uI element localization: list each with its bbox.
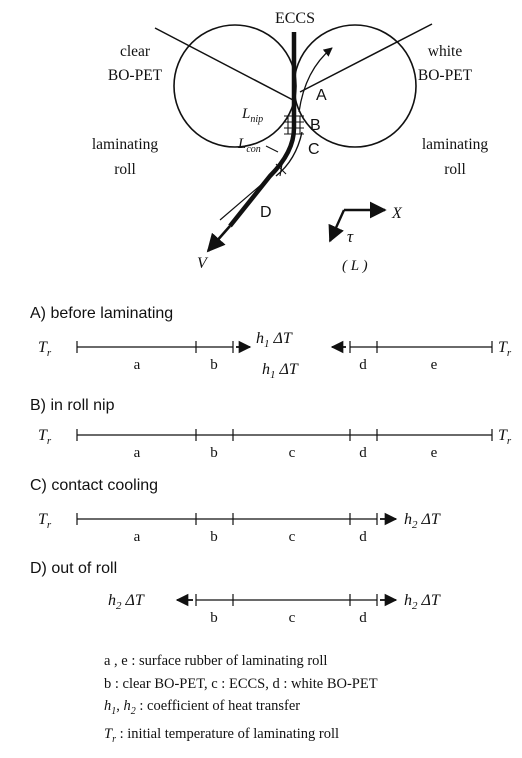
region-a-label: A: [316, 87, 327, 104]
stage-d-seg-d: d: [359, 610, 367, 626]
x-axis-label: X: [391, 205, 403, 222]
stage-c-seg-d: d: [359, 529, 367, 545]
white-film-label-line1: white: [428, 43, 463, 60]
clear-bo-pet-film: [154, 27, 294, 101]
clear-film-label-line2: BO-PET: [108, 67, 163, 84]
region-d-label: D: [260, 204, 272, 221]
left-laminating-roll: [173, 24, 297, 148]
region-a-arc: [298, 47, 333, 113]
velocity-arrow: [206, 225, 231, 253]
stage-b-seg-c: c: [289, 445, 296, 461]
legend-line-4: Tr : initial temperature of laminating r…: [104, 726, 340, 746]
stage-b-seg-e: e: [431, 445, 438, 461]
stage-d-title: D) out of roll: [30, 560, 117, 577]
stage-c-seg-b: b: [210, 529, 218, 545]
stage-d-seg-c: c: [289, 610, 296, 626]
stage-a-seg-b: b: [210, 357, 218, 373]
stage-b-seg-a: a: [134, 445, 141, 461]
nip-length-label: Lnip: [241, 106, 263, 125]
contact-path: [275, 131, 303, 177]
stage-b-seg-d: d: [359, 445, 367, 461]
eccs-strip: [228, 32, 297, 228]
stage-a-title: A) before laminating: [30, 305, 173, 322]
region-b-label: B: [310, 117, 321, 134]
contact-length-label: Lcon: [237, 136, 261, 155]
clear-film-label-line1: clear: [120, 43, 151, 60]
stage-c-tr-left: Tr: [38, 511, 52, 531]
contact-length-marker: [265, 145, 287, 177]
stage-b-tr-right: Tr: [498, 427, 512, 447]
stage-b-in-roll-nip: B) in roll nip Tr Tr a b c d e: [30, 397, 512, 461]
stage-d-seg-b: b: [210, 610, 218, 626]
stage-a-seg-a: a: [134, 357, 141, 373]
legend-line-2: b : clear BO-PET, c : ECCS, d : white BO…: [104, 675, 378, 692]
stage-b-title: B) in roll nip: [30, 397, 115, 414]
white-bo-pet-film: [299, 23, 433, 93]
l-axis-label: ( L ): [342, 258, 368, 274]
right-roll-label-line2: roll: [444, 161, 466, 178]
coordinate-axes: X τ ( L ): [328, 201, 403, 274]
nip-length-marker: [284, 115, 304, 135]
legend-line-3: h1, h2 : coefficient of heat transfer: [104, 698, 301, 717]
stage-a-seg-e: e: [431, 357, 438, 373]
velocity-label: V: [197, 255, 209, 272]
stage-c-seg-c: c: [289, 529, 296, 545]
region-d-line: [219, 171, 277, 221]
left-roll-label-line1: laminating: [92, 136, 159, 153]
stage-a-seg-d: d: [359, 357, 367, 373]
legend-line-1: a , e : surface rubber of laminating rol…: [104, 653, 328, 669]
stage-a-tr-left: Tr: [38, 339, 52, 359]
eccs-label: ECCS: [275, 10, 315, 27]
stage-b-seg-b: b: [210, 445, 218, 461]
legend: a , e : surface rubber of laminating rol…: [104, 650, 514, 752]
stage-c-seg-a: a: [134, 529, 141, 545]
region-c-label: C: [308, 141, 320, 158]
right-roll-label-line1: laminating: [422, 136, 489, 153]
left-roll-label-line2: roll: [114, 161, 136, 178]
stage-b-tr-left: Tr: [38, 427, 52, 447]
laminating-rolls-schematic: ECCS clear BO-PET white BO-PET laminatin…: [92, 10, 489, 272]
stage-c-title: C) contact cooling: [30, 477, 158, 494]
stage-a-tr-right: Tr: [498, 339, 512, 359]
white-film-label-line2: BO-PET: [418, 67, 473, 84]
tau-axis-label: τ: [347, 227, 354, 246]
